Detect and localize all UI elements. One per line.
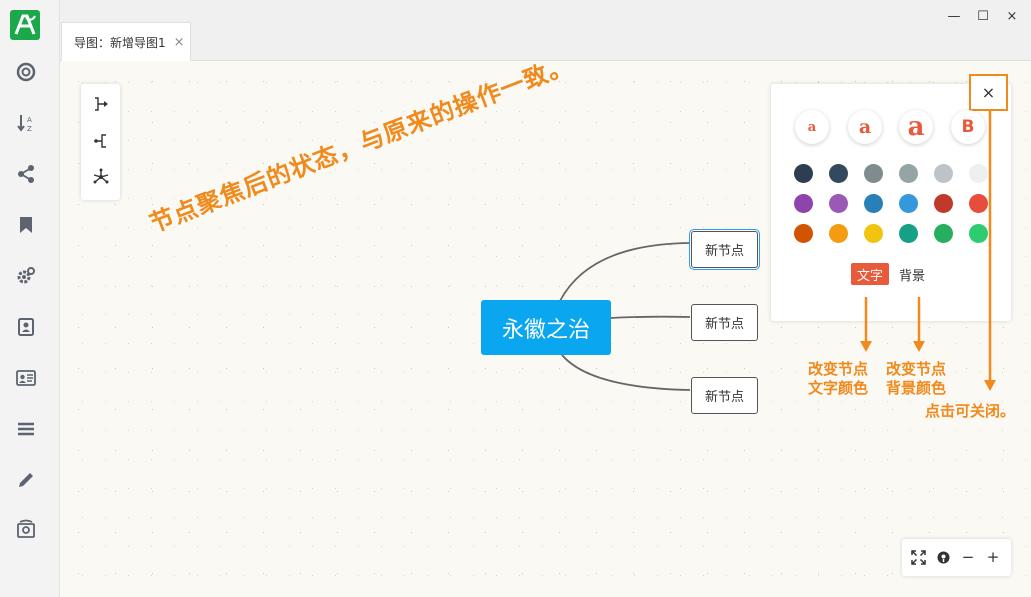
- annotation-line: 背景颜色: [886, 379, 947, 397]
- color-swatch[interactable]: [969, 194, 988, 213]
- tab-close-icon[interactable]: ×: [173, 34, 185, 50]
- zoom-in-button[interactable]: +: [986, 548, 1000, 566]
- contacts-icon[interactable]: [15, 316, 37, 338]
- color-swatch[interactable]: [969, 224, 988, 243]
- font-size-medium-button[interactable]: a: [848, 110, 882, 144]
- window-close-button[interactable]: ×: [1006, 8, 1018, 24]
- color-swatch[interactable]: [864, 194, 883, 213]
- tab-label: 导图：新增导图1: [74, 35, 166, 50]
- zoom-out-button[interactable]: −: [961, 548, 975, 566]
- color-swatch[interactable]: [829, 164, 848, 183]
- color-swatch[interactable]: [829, 224, 848, 243]
- color-swatch[interactable]: [864, 224, 883, 243]
- font-bold-button[interactable]: B: [951, 110, 985, 144]
- maximize-button[interactable]: ☐: [977, 8, 989, 24]
- child-node[interactable]: 新节点: [691, 377, 758, 414]
- annotation-line: 文字颜色: [808, 379, 869, 397]
- svg-text:Z: Z: [27, 125, 32, 133]
- color-swatch[interactable]: [934, 164, 953, 183]
- style-panel-close-button[interactable]: ×: [969, 74, 1008, 111]
- color-swatch[interactable]: [829, 194, 848, 213]
- layout-panel: [81, 84, 120, 200]
- color-swatch[interactable]: [899, 194, 918, 213]
- color-swatch[interactable]: [794, 224, 813, 243]
- annotation-text-color: 改变节点 文字颜色: [808, 360, 868, 398]
- color-swatch[interactable]: [864, 164, 883, 183]
- id-card-icon[interactable]: [15, 367, 37, 389]
- child-node-focused[interactable]: 新节点: [689, 229, 760, 270]
- settings-icon[interactable]: [15, 265, 37, 287]
- pencil-icon[interactable]: [15, 469, 37, 491]
- annotation-line: 改变节点: [886, 360, 947, 378]
- logo-icon: [14, 14, 36, 35]
- color-swatch[interactable]: [794, 164, 813, 183]
- layout-right-icon[interactable]: [90, 93, 112, 115]
- svg-text:A: A: [27, 116, 32, 124]
- locate-icon[interactable]: [934, 548, 952, 566]
- color-swatch[interactable]: [969, 164, 988, 183]
- menu-icon[interactable]: [15, 418, 37, 440]
- font-size-large-button[interactable]: a: [899, 110, 933, 144]
- zoom-toolbar: − +: [902, 539, 1011, 576]
- color-swatch[interactable]: [934, 194, 953, 213]
- annotation-bg-color: 改变节点 背景颜色: [886, 360, 946, 398]
- mode-background-color-button[interactable]: 背景: [898, 268, 925, 284]
- annotation-close-hint: 点击可关闭。: [925, 402, 1016, 420]
- font-size-small-button[interactable]: a: [795, 110, 829, 144]
- child-node[interactable]: 新节点: [691, 304, 758, 341]
- color-swatch[interactable]: [899, 224, 918, 243]
- tab-bar: 导图：新增导图1 ×: [60, 0, 1031, 61]
- mode-text-color-button[interactable]: 文字: [851, 263, 889, 285]
- share-icon[interactable]: [15, 163, 37, 185]
- color-swatch[interactable]: [934, 224, 953, 243]
- app-logo: [10, 10, 40, 40]
- color-swatch[interactable]: [899, 164, 918, 183]
- minimize-button[interactable]: —: [947, 8, 961, 24]
- tab-new-mindmap[interactable]: 导图：新增导图1 ×: [61, 22, 191, 61]
- layout-left-icon[interactable]: [90, 130, 112, 152]
- layout-radial-icon[interactable]: [90, 166, 112, 188]
- color-swatch[interactable]: [794, 194, 813, 213]
- annotation-line: 改变节点: [808, 360, 869, 378]
- lifebuoy-icon[interactable]: [15, 61, 37, 83]
- fit-screen-icon[interactable]: [909, 548, 927, 566]
- root-node[interactable]: 永徽之治: [481, 300, 611, 355]
- image-export-icon[interactable]: [15, 518, 37, 540]
- bookmark-icon[interactable]: [15, 214, 37, 236]
